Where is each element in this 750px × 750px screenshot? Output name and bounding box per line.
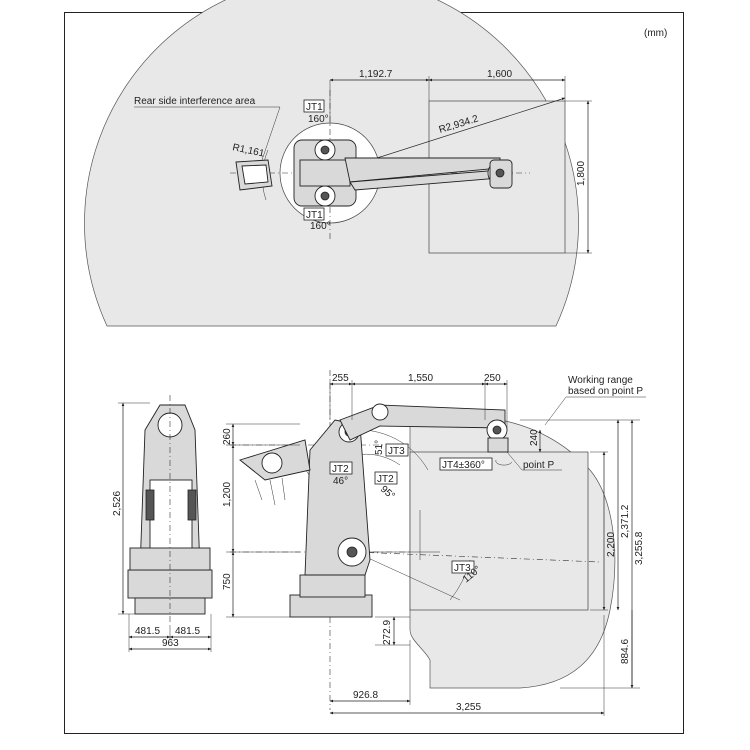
dim-3255: 3,255 [456, 702, 481, 713]
dim-884-6: 884.6 [620, 639, 631, 664]
jt3-upper-label: JT3 [388, 446, 405, 457]
jt1-top-label: JT1 [306, 102, 323, 113]
dim-481-5-left: 481.5 [135, 626, 160, 637]
jt3-upper-angle: 51° [374, 440, 385, 455]
jt2-angle-right: 95° [378, 484, 397, 502]
jt2-box-label: JT2 [377, 474, 394, 485]
front-view: 2,526 481.5 481.5 963 [112, 395, 213, 652]
dim-2200: 2,200 [606, 532, 617, 557]
dim-926-8: 926.8 [353, 690, 378, 701]
dim-250: 250 [484, 373, 501, 384]
working-range-label-2: based on point P [568, 386, 643, 397]
dim-1192-7: 1,192.7 [359, 69, 393, 80]
side-robot [239, 403, 509, 618]
jt2-angle-left: 46° [333, 476, 348, 487]
units-label: (mm) [644, 28, 667, 39]
dim-260: 260 [222, 428, 233, 445]
side-view: 255 1,550 250 Working range based on poi… [222, 370, 646, 716]
top-robot [293, 139, 513, 207]
jt1-bottom-angle: 160° [310, 221, 331, 232]
side-working-rect [409, 451, 589, 611]
jt2-label: JT2 [332, 464, 349, 475]
dim-2526: 2,526 [112, 491, 123, 516]
dim-1200: 1,200 [222, 482, 233, 507]
jt3-lower-label: JT3 [454, 563, 471, 574]
dim-255: 255 [332, 373, 349, 384]
dim-1550: 1,550 [408, 373, 433, 384]
working-range-label-1: Working range [568, 375, 633, 386]
dim-963: 963 [162, 638, 179, 649]
dim-2371-2: 2,371.2 [620, 504, 631, 538]
dim-240: 240 [529, 429, 540, 446]
jt1-bottom-label: JT1 [306, 210, 323, 221]
point-p-label: point P [523, 460, 554, 471]
dim-1600: 1,600 [487, 69, 512, 80]
dim-750: 750 [222, 573, 233, 590]
top-view: 1,192.7 1,600 1,800 R2,934.2 Rear side i… [84, 0, 592, 327]
dim-272-9: 272.9 [382, 620, 393, 645]
dim-3255-8: 3,255.8 [634, 531, 645, 565]
rear-side-label: Rear side interference area [134, 96, 256, 107]
dim-481-5-right: 481.5 [175, 626, 200, 637]
dim-1800: 1,800 [576, 161, 587, 186]
jt4-label: JT4±360° [442, 460, 485, 471]
jt1-top-angle: 160° [308, 114, 329, 125]
